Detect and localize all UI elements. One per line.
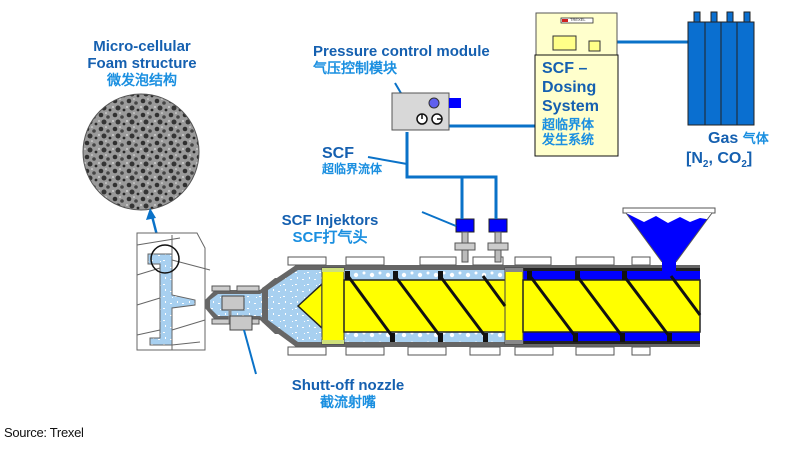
pressure-label-en: Pressure control module: [313, 43, 490, 60]
scf-label-cn: 超临界流体: [322, 161, 383, 176]
scf-lines: [405, 40, 688, 219]
gas-formula-close: ]: [746, 149, 753, 167]
dosing-label-cn-1: 超临界体: [542, 116, 595, 132]
screw: [296, 267, 702, 345]
gas-formula-mid: , CO: [708, 149, 742, 167]
gas-formula-sub2: 2: [741, 159, 747, 171]
injektor-pointer: [421, 211, 457, 227]
scf-pointer: [367, 156, 408, 165]
gas-cylinders: [687, 11, 755, 126]
foam-arrow-head: [146, 208, 156, 220]
gas-label-cn: 气体: [742, 131, 769, 146]
injektors-label-cn: SCF打气头: [292, 228, 368, 246]
shutoff-nozzle: [205, 278, 280, 334]
scf-dosing-label: SCF – Dosing System 超临界体 发生系统: [542, 60, 618, 147]
hopper: [622, 207, 716, 272]
scf-injectors: [454, 218, 509, 263]
injektors-label-en: SCF Injektors: [281, 212, 379, 229]
nozzle-label-en: Shutt-off nozzle: [291, 377, 405, 394]
foam-label-en-2: Foam structure: [87, 54, 197, 72]
dosing-label-cn-2: 发生系统: [542, 131, 595, 147]
pressure-control-label: Pressure control module 气压控制模块: [313, 43, 523, 76]
source-credit: Source: Trexel: [4, 425, 84, 440]
pressure-control-module: [391, 82, 461, 131]
pressure-label-cn: 气压控制模块: [313, 59, 397, 76]
injektors-label: SCF Injektors SCF打气头: [270, 212, 390, 247]
gas-formula-sub1: 2: [702, 159, 709, 171]
nozzle-label: Shutt-off nozzle 截流射嘴: [278, 377, 418, 410]
gas-formula: [N2, CO2]: [686, 150, 786, 170]
dosing-label-en-1: SCF –: [542, 60, 588, 77]
foam-label-cn: 微发泡结构: [107, 71, 177, 88]
foam-label-en-1: Micro-cellular: [93, 38, 191, 55]
dosing-label-en-3: System: [542, 97, 599, 115]
nozzle-label-cn: 截流射嘴: [320, 393, 376, 410]
foam-structure-label: Micro-cellular Foam structure 微发泡结构: [62, 38, 222, 88]
gas-formula-open: [N: [686, 149, 703, 167]
scf-label-en: SCF: [322, 145, 354, 162]
gas-label: Gas 气体 [N2, CO2]: [686, 130, 786, 170]
scf-label: SCF 超临界流体: [322, 145, 422, 176]
foam-detail-circle: [150, 244, 180, 274]
dosing-label-en-2: Dosing: [542, 78, 597, 96]
scf-dosing-system: [534, 12, 619, 157]
dosing-logo: TREXEL: [570, 17, 586, 22]
gas-label-en: Gas: [708, 130, 739, 147]
foam-structure-image: [82, 93, 200, 211]
nozzle-pointer: [243, 329, 257, 375]
mold: [136, 232, 211, 351]
